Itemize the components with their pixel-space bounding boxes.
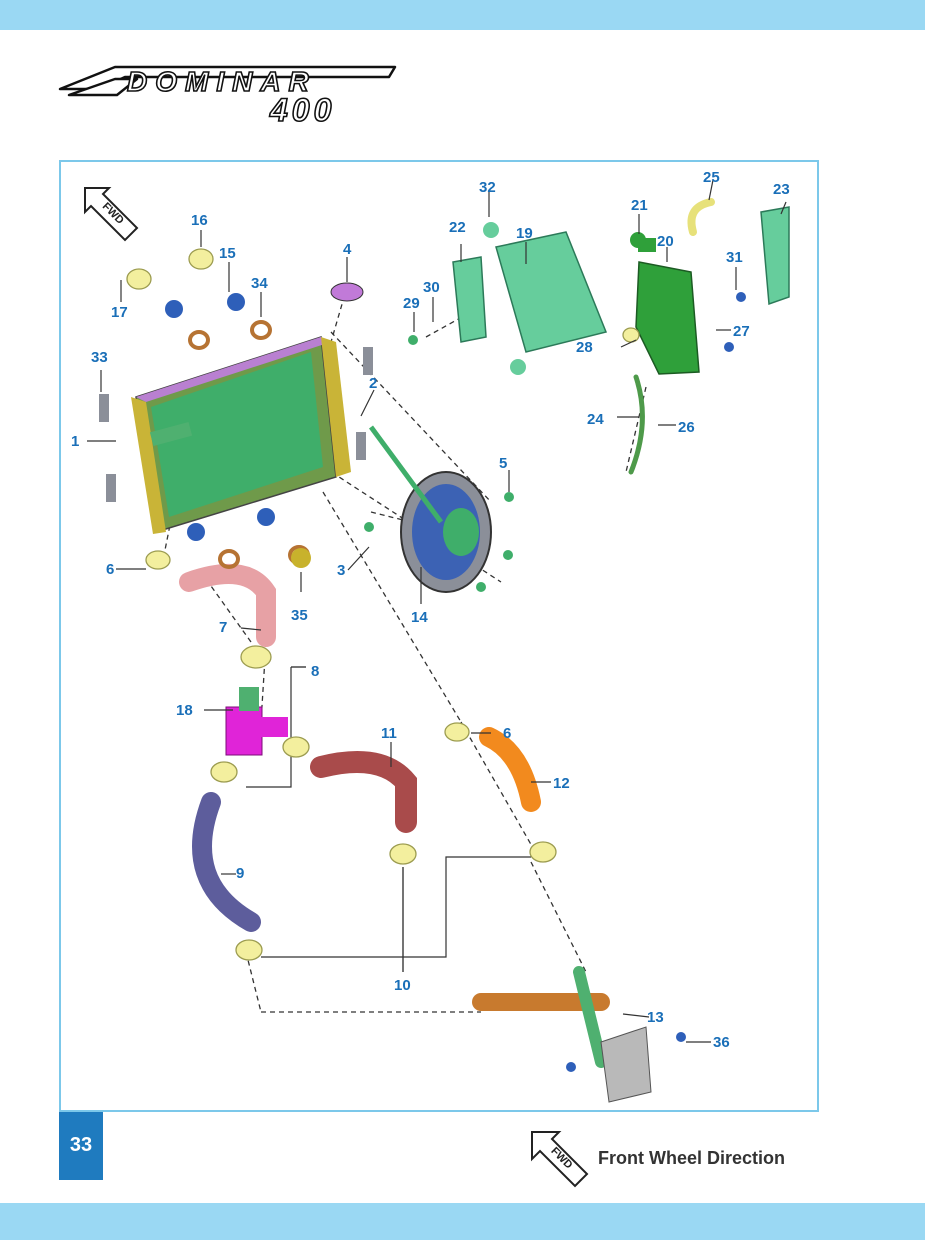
callout-32: 32 xyxy=(479,179,496,196)
legend-text: Front Wheel Direction xyxy=(598,1148,786,1168)
callout-20: 20 xyxy=(657,233,674,250)
fwd-arrow-icon: FWD xyxy=(531,1131,589,1188)
callout-9: 9 xyxy=(236,865,244,882)
callout-18: 18 xyxy=(176,702,193,719)
callout-8: 8 xyxy=(311,663,319,680)
callout-6-second: 6 xyxy=(503,725,511,742)
callout-21: 21 xyxy=(631,197,648,214)
logo-model: 400 xyxy=(269,92,335,125)
cooling-fan-part xyxy=(368,425,492,593)
callout-7: 7 xyxy=(219,619,227,636)
callout-15: 15 xyxy=(219,245,236,262)
callout-36: 36 xyxy=(713,1034,730,1051)
callout-29: 29 xyxy=(403,295,420,312)
callout-6: 6 xyxy=(106,561,114,578)
exploded-parts-diagram: FWD xyxy=(59,160,819,1112)
callout-11: 11 xyxy=(381,725,397,742)
callout-31: 31 xyxy=(726,249,743,266)
callout-16: 16 xyxy=(191,212,208,229)
page-number-box: 33 xyxy=(59,1112,103,1180)
hose-parts xyxy=(179,198,715,1068)
callout-4: 4 xyxy=(343,241,352,258)
shroud-bracket-parts xyxy=(452,206,790,353)
bottom-color-band xyxy=(0,1203,925,1240)
callout-13: 13 xyxy=(647,1009,664,1026)
callout-14: 14 xyxy=(411,609,428,626)
callout-3: 3 xyxy=(337,562,345,579)
fastener-parts xyxy=(99,222,746,1103)
callout-27: 27 xyxy=(733,323,750,340)
callout-5: 5 xyxy=(499,455,507,472)
callout-17: 17 xyxy=(111,304,128,321)
logo-wordmark: DOMINAR xyxy=(127,66,317,97)
callout-22: 22 xyxy=(449,219,466,236)
fwd-arrow-icon: FWD xyxy=(84,187,139,242)
callout-12: 12 xyxy=(553,775,570,792)
dominar-logo: DOMINAR 400 xyxy=(55,55,400,129)
top-color-band xyxy=(0,0,925,30)
callout-26: 26 xyxy=(678,419,695,436)
callout-23: 23 xyxy=(773,181,790,198)
page-number: 33 xyxy=(69,1134,93,1156)
callout-1: 1 xyxy=(71,433,79,450)
callout-33: 33 xyxy=(91,349,108,366)
callout-34: 34 xyxy=(251,275,268,292)
callout-10: 10 xyxy=(394,977,411,994)
callout-30: 30 xyxy=(423,279,440,296)
callout-2: 2 xyxy=(369,375,377,392)
callout-24: 24 xyxy=(587,411,604,428)
callout-35: 35 xyxy=(291,607,308,624)
hose-clamp-parts xyxy=(126,248,640,961)
front-wheel-direction-legend: FWD Front Wheel Direction xyxy=(527,1128,827,1188)
callout-28: 28 xyxy=(576,339,593,356)
callout-19: 19 xyxy=(516,225,533,242)
t-joint-part xyxy=(225,687,288,756)
reservoir-tank-part xyxy=(635,238,700,375)
callout-25: 25 xyxy=(703,169,720,186)
radiator-part xyxy=(131,336,351,534)
